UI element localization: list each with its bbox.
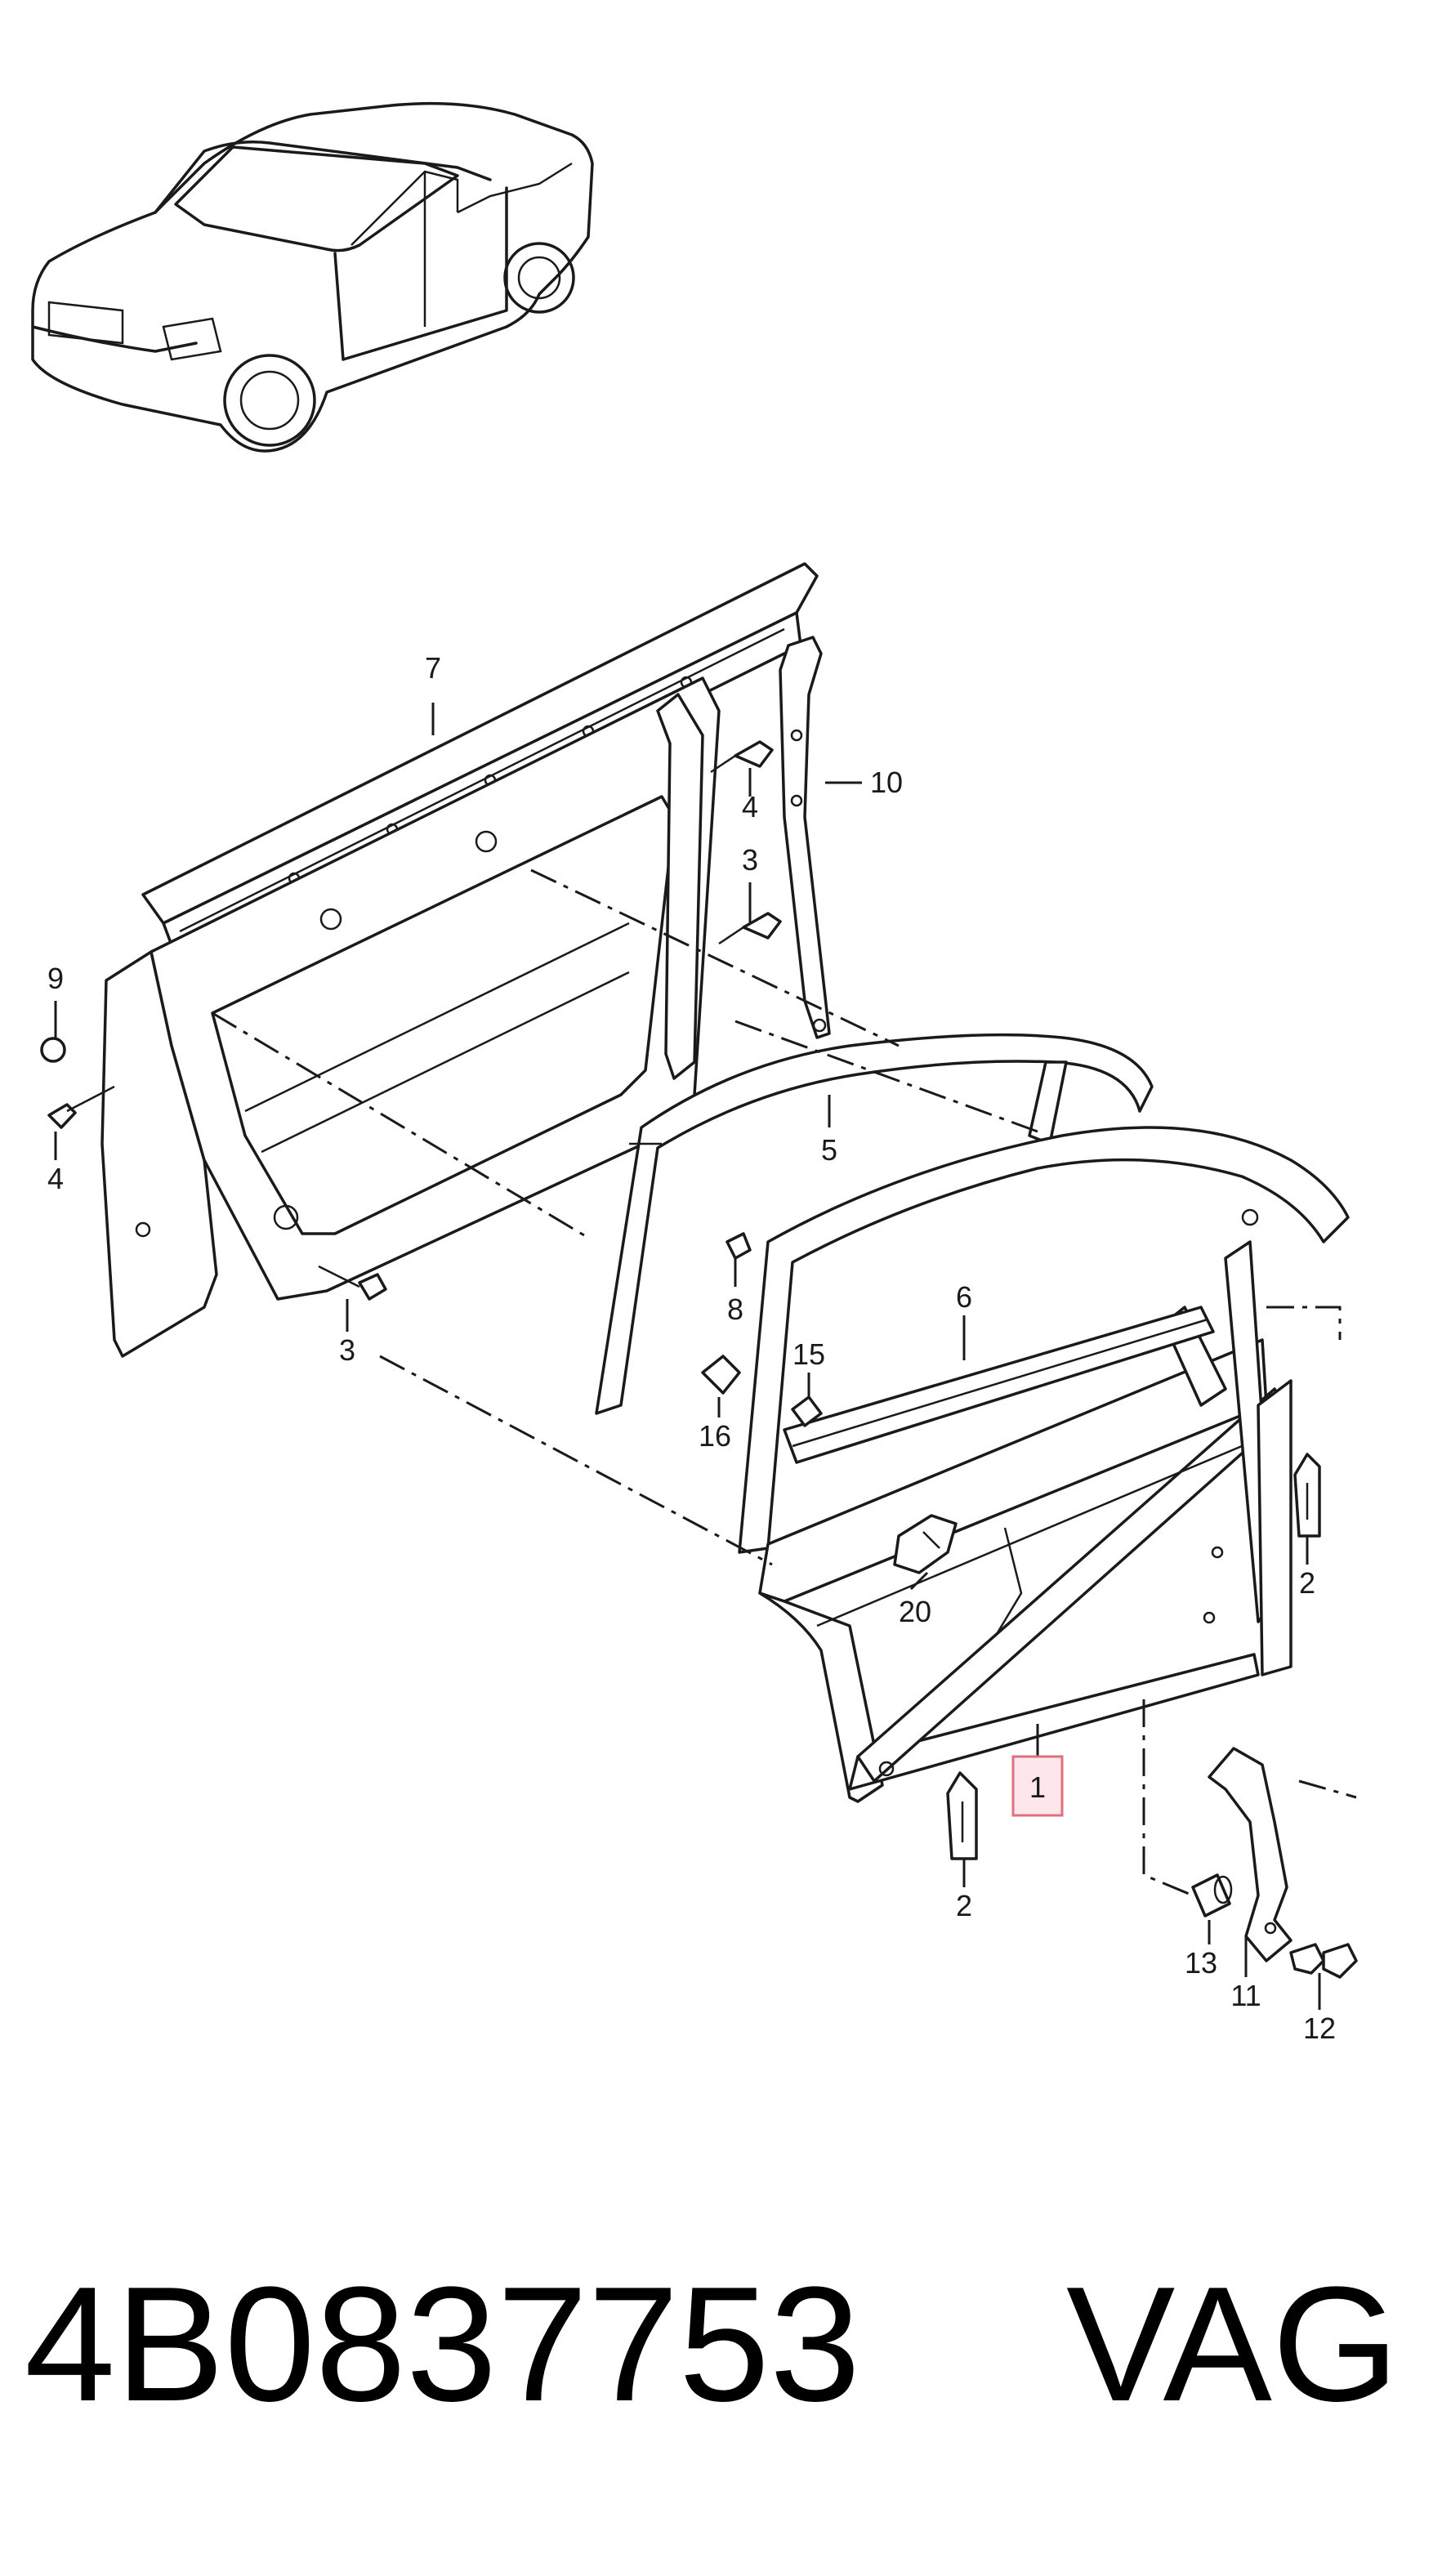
- leader-lines: [54, 703, 1321, 2010]
- callout-8: 8: [727, 1292, 743, 1326]
- bolts-small: [40, 740, 823, 1427]
- callout-3-upper: 3: [742, 843, 758, 877]
- inner-door-panel: [100, 676, 721, 1358]
- callout-4-upper: 4: [742, 790, 758, 824]
- callout-1-highlight: [1011, 1755, 1064, 1817]
- part-11-hinge: [1208, 1747, 1293, 1962]
- part-1-door-frame: [738, 1126, 1350, 1803]
- callout-10: 10: [870, 766, 903, 799]
- part-10-trim-strip: [779, 636, 831, 1039]
- part-2-lower-bracket: [946, 1771, 978, 1860]
- callout-9: 9: [47, 962, 64, 995]
- part-6-seal-strip: [783, 1306, 1215, 1464]
- callout-15: 15: [792, 1337, 825, 1371]
- callouts: 7 10 4 3 9 4 5 3 8 6 15 16 2 20 1 2 13 1…: [47, 651, 1336, 2045]
- callout-20: 20: [899, 1595, 931, 1628]
- callout-2-lower: 2: [956, 1889, 972, 1922]
- callout-4-lower: 4: [47, 1162, 64, 1195]
- callout-12: 12: [1303, 2011, 1336, 2045]
- callout-2-upper: 2: [1299, 1566, 1315, 1600]
- callout-13: 13: [1185, 1946, 1217, 1980]
- part-5-window-frame: [595, 1033, 1154, 1415]
- part-13-bush: [1191, 1873, 1233, 1917]
- part-2-upper-bracket: [1293, 1453, 1321, 1538]
- callout-7: 7: [425, 651, 441, 685]
- part-20-clip: [893, 1514, 958, 1574]
- callout-16: 16: [699, 1419, 731, 1453]
- callout-11: 11: [1230, 1979, 1261, 2012]
- part-number: 4B0837753: [25, 2253, 861, 2435]
- part-12-bolt: [1289, 1943, 1358, 1979]
- callout-1: 1: [1029, 1770, 1046, 1804]
- callout-6: 6: [956, 1280, 972, 1314]
- car-thumbnail: [31, 101, 594, 453]
- callout-5: 5: [821, 1133, 837, 1167]
- brand-label: VAG: [1066, 2253, 1400, 2435]
- callout-3-lower: 3: [339, 1333, 355, 1367]
- assembly-lines: [212, 868, 1357, 1897]
